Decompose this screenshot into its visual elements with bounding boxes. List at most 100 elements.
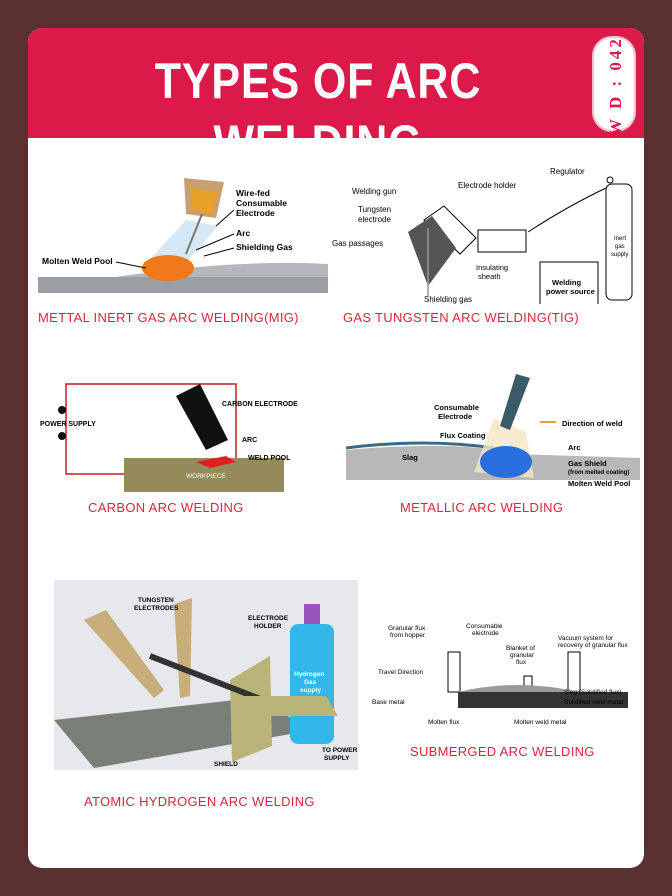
tig-torch-head xyxy=(408,216,456,286)
caption-carbon: CARBON ARC WELDING xyxy=(88,500,244,515)
mig-label-1: Wire-fed xyxy=(236,188,270,198)
sub-label-hopper: from hopper xyxy=(390,632,426,639)
mig-label-gas: Shielding Gas xyxy=(236,242,293,252)
tig-label-supply: supply xyxy=(611,252,628,258)
sub-label-granular2: granular xyxy=(510,652,535,659)
sub-label-granular: Granular flux xyxy=(388,625,426,632)
metallic-label-shield: Gas Shield xyxy=(568,459,607,468)
mig-label-2: Consumable xyxy=(236,198,287,208)
atomic-label-electrodes: ELECTRODES xyxy=(134,605,179,612)
metallic-label-direction: Direction of weld xyxy=(562,419,623,428)
tig-label-inert: Inert xyxy=(614,236,626,242)
atomic-label-topower: TO POWER xyxy=(322,747,358,754)
caption-metallic: METALLIC ARC WELDING xyxy=(400,500,564,515)
metallic-label-arc: Arc xyxy=(568,443,581,452)
tig-gas-cylinder xyxy=(605,183,633,301)
tig-label-electrode: electrode xyxy=(358,215,391,224)
sub-label-travel: Travel Direction xyxy=(378,669,424,676)
metallic-diagram: Consumable Electrode Direction of weld F… xyxy=(345,374,640,488)
sub-label-solidified: Solidified weld metal xyxy=(564,699,624,706)
atomic-label-electrode: ELECTRODE xyxy=(248,615,289,622)
atomic-power-cable xyxy=(234,696,338,716)
mig-label-3: Electrode xyxy=(236,208,275,218)
metallic-label-coating: (from melted coating) xyxy=(568,470,629,476)
tig-label-insulating: Insulating xyxy=(476,263,508,272)
tig-diagram: Regulator Inert gas supply Electrode hol… xyxy=(332,167,633,304)
tig-regulator xyxy=(606,176,614,184)
mig-base-plate xyxy=(38,277,328,293)
metallic-label-flux: Flux Coating xyxy=(440,431,486,440)
atomic-electrode-left xyxy=(84,610,164,698)
tig-label-gun: Welding gun xyxy=(352,187,396,196)
mig-nozzle-inner xyxy=(190,188,218,214)
code-badge-text: W D : 042 xyxy=(606,36,625,136)
poster-title: TYPES OF ARC WELDING xyxy=(154,53,482,171)
tig-power-source xyxy=(539,261,599,304)
metallic-label-slag: Slag xyxy=(402,453,418,462)
tig-label-welding: Welding xyxy=(552,278,581,287)
tig-label-regulator: Regulator xyxy=(550,167,585,176)
tig-gas-hose xyxy=(527,187,607,233)
carbon-weld-pool xyxy=(196,456,236,468)
carbon-label-electrode: CARBON ELECTRODE xyxy=(222,401,298,408)
metallic-label-electrode: Electrode xyxy=(438,412,472,421)
carbon-diagram: POWER SUPPLY WORKPIECE CARBON ELECTRODE … xyxy=(40,383,298,492)
sub-label-vacuum: Vacuum system for xyxy=(558,635,614,642)
carbon-label-pool: WELD POOL xyxy=(248,455,291,462)
tig-label-holder: Electrode holder xyxy=(458,181,517,190)
sub-label-molten-weld: Molten weld metal xyxy=(514,719,567,726)
carbon-terminal-bottom xyxy=(58,432,66,440)
tig-label-sheath: sheath xyxy=(478,272,501,281)
atomic-label-tosupply: SUPPLY xyxy=(324,755,350,762)
code-badge: W D : 042 xyxy=(592,36,636,136)
atomic-hydrogen-diagram: TUNGSTEN ELECTRODES ELECTRODE HOLDER Hyd… xyxy=(54,580,358,770)
header-banner: TYPES OF ARC WELDING W D : 042 xyxy=(28,28,644,171)
mig-diagram: Wire-fed Consumable Electrode Arc Shield… xyxy=(38,178,328,293)
mig-leader-pool xyxy=(115,261,147,269)
tig-label-power: power source xyxy=(546,287,595,296)
atomic-label-hydrogen: Hydrogen xyxy=(294,671,324,678)
sub-label-flux: flux xyxy=(516,659,527,666)
atomic-holder-bar xyxy=(148,653,270,705)
sub-label-blanket: Blanket of xyxy=(506,645,535,652)
sub-label-electrode: electrode xyxy=(472,630,499,637)
carbon-label-arc: ARC xyxy=(242,437,257,444)
carbon-terminal-top xyxy=(58,406,66,414)
atomic-label-holder: HOLDER xyxy=(254,623,282,630)
tig-handle xyxy=(477,229,527,253)
metallic-label-consumable: Consumable xyxy=(434,403,479,412)
caption-atomic-hydrogen: ATOMIC HYDROGEN ARC WELDING xyxy=(84,794,315,809)
atomic-label-gas: Gas xyxy=(304,679,317,686)
sub-label-recovery: recovery of granular flux xyxy=(558,642,628,649)
atomic-label-shield: SHIELD xyxy=(214,761,238,768)
sub-hopper xyxy=(447,651,461,693)
sub-label-slag: Slag (Solidified flux) xyxy=(564,689,621,696)
atomic-label-tungsten: TUNGSTEN xyxy=(138,597,174,604)
tig-label-tungsten: Tungsten xyxy=(358,205,391,214)
submerged-diagram: Granular flux from hopper Consumable ele… xyxy=(372,623,628,726)
mig-leader-electrode xyxy=(215,209,235,227)
caption-tig: GAS TUNGSTEN ARC WELDING(TIG) xyxy=(343,310,579,325)
atomic-cylinder-valve xyxy=(304,604,320,624)
sub-label-molten-flux: Molten flux xyxy=(428,719,460,726)
poster-card: TYPES OF ARC WELDING W D : 042 Wire-fed … xyxy=(28,28,644,868)
metallic-label-pool: Molten Weld Pool xyxy=(568,479,630,488)
metallic-weld-pool xyxy=(480,446,532,478)
mig-label-arc: Arc xyxy=(236,228,250,238)
mig-leader-arc xyxy=(195,233,235,251)
sub-label-base: Base metal xyxy=(372,699,405,706)
carbon-label-workpiece: WORKPIECE xyxy=(186,473,226,480)
sub-label-consumable: Consumable xyxy=(466,623,503,630)
tig-label-shielding: Shielding gas xyxy=(424,295,472,304)
mig-weld-pool xyxy=(142,255,194,281)
tig-label-passages: Gas passages xyxy=(332,239,383,248)
carbon-label-power: POWER SUPPLY xyxy=(40,421,96,428)
carbon-electrode xyxy=(176,384,228,450)
metallic-electrode xyxy=(500,374,530,430)
mig-wire xyxy=(185,213,203,255)
mig-leader-gas xyxy=(203,247,235,257)
tig-label-gas: gas xyxy=(615,244,625,250)
mig-label-pool: Molten Weld Pool xyxy=(42,256,113,266)
caption-mig: METTAL INERT GAS ARC WELDING(MIG) xyxy=(38,310,299,325)
atomic-label-supply: supply xyxy=(300,687,321,694)
